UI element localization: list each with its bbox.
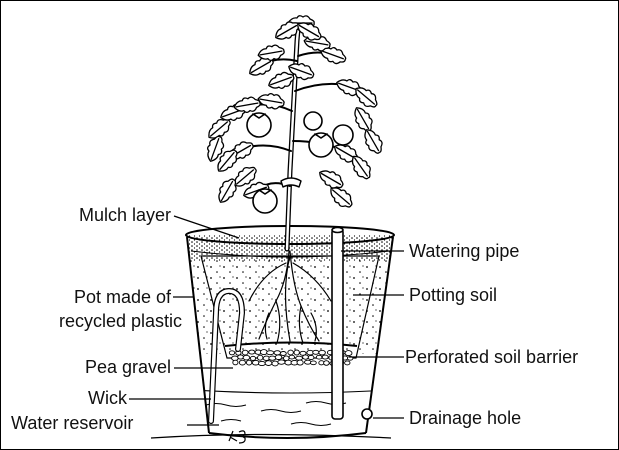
gravel-stone	[229, 351, 234, 355]
gravel-stone	[280, 352, 286, 356]
gravel-stone	[345, 351, 352, 356]
label-pea-gravel: Pea gravel	[11, 357, 171, 378]
gravel-stone	[265, 361, 272, 366]
gravel-stone	[269, 356, 276, 360]
gravel-stone	[319, 350, 326, 355]
pot-bottom	[209, 433, 366, 438]
label-watering-pipe: Watering pipe	[409, 241, 519, 262]
label-perforated-soil-barrier: Perforated soil barrier	[405, 347, 578, 368]
gravel-stone	[258, 361, 265, 365]
gravel-stone	[246, 360, 251, 365]
stems	[287, 21, 299, 249]
gravel-stone	[233, 360, 238, 365]
label-mulch-layer: Mulch layer	[11, 205, 171, 226]
label-water-reservoir: Water reservoir	[11, 413, 133, 434]
gravel-stone	[308, 355, 314, 359]
drainage-hole	[362, 409, 372, 419]
gravel-stone	[316, 355, 322, 359]
gravel-stone	[313, 350, 319, 354]
gravel-stone	[239, 360, 245, 365]
gravel-stone	[242, 350, 248, 355]
gravel-stone	[274, 351, 281, 355]
gravel-stone	[258, 355, 263, 360]
gravel-stone	[275, 355, 282, 360]
label-pot-line2: recycled plastic	[11, 311, 182, 332]
gravel-stone	[311, 361, 317, 365]
gravel-stone	[324, 361, 330, 366]
gravel-stone	[249, 350, 255, 354]
gravel-stone	[238, 355, 244, 359]
water-level	[193, 390, 389, 393]
gravel-stone	[243, 355, 250, 360]
gravel-stone	[297, 360, 303, 365]
gravel-stone	[303, 355, 309, 359]
gravel-stone	[322, 355, 328, 359]
gravel-stone	[250, 356, 255, 360]
watering-pipe	[332, 228, 343, 420]
label-pot-line1: Pot made of	[11, 287, 171, 308]
gravel-stone	[289, 355, 294, 359]
gravel-stone	[345, 361, 350, 365]
label-potting-soil: Potting soil	[409, 285, 497, 306]
gravel-stone	[305, 360, 312, 364]
gravel-stone	[267, 351, 274, 355]
label-drainage-hole: Drainage hole	[409, 408, 521, 429]
leaf	[360, 126, 386, 156]
water-reservoir-lines	[206, 402, 346, 426]
gravel-stone	[288, 350, 294, 355]
gravel-stone	[294, 350, 299, 355]
leaf	[350, 104, 376, 134]
label-wick: Wick	[11, 388, 127, 409]
gravel-stone	[296, 356, 303, 360]
gravel-stone	[278, 360, 285, 364]
gravel-stone	[272, 361, 278, 366]
